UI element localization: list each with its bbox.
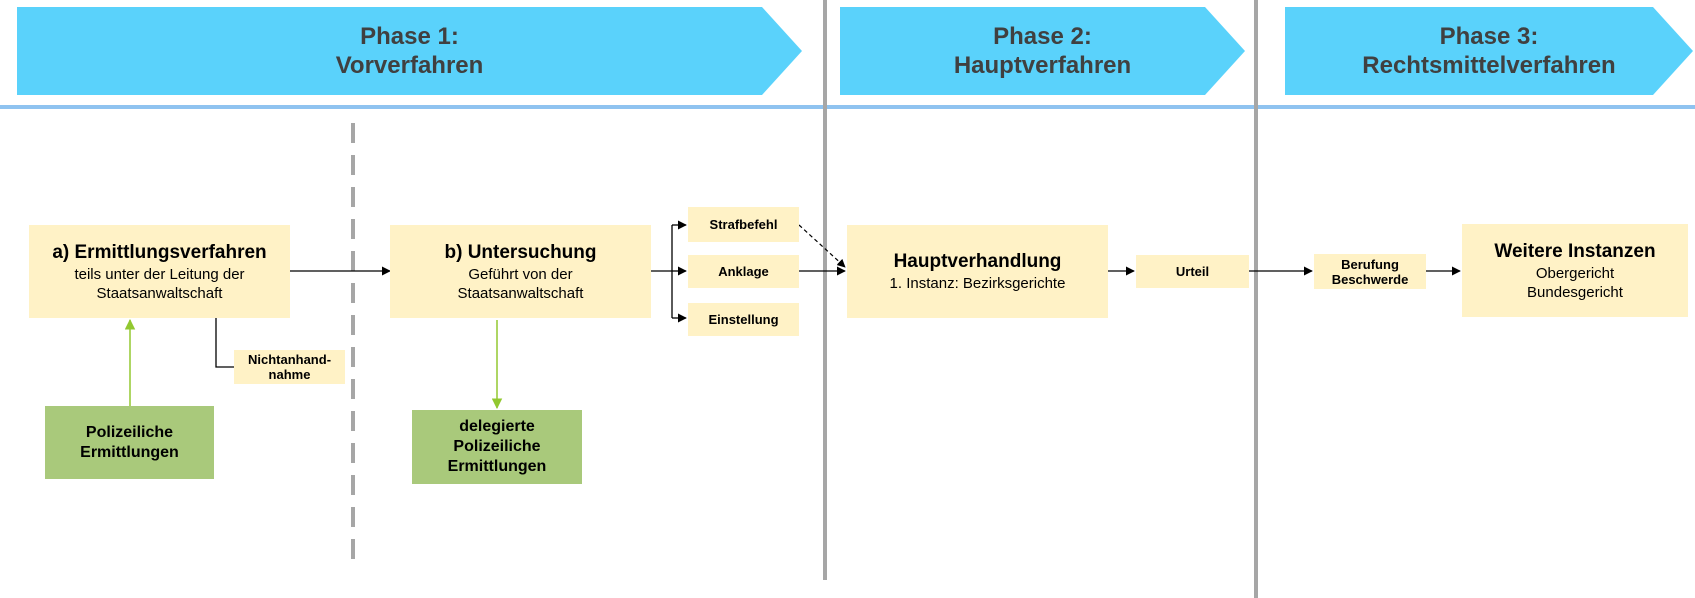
polizei-line1: Polizeiliche bbox=[85, 423, 174, 441]
delegiert-line2: Polizeiliche bbox=[453, 438, 541, 455]
delegiert-line3: Ermittlungen bbox=[447, 458, 547, 475]
untersuchung-sub1: Geführt von der bbox=[468, 265, 573, 283]
instanzen-sub1: Obergericht bbox=[1535, 264, 1615, 282]
phase-3-label: Phase 3: bbox=[1439, 23, 1539, 50]
instanzen-title: Weitere Instanzen bbox=[1494, 240, 1656, 262]
phase-3-header: Phase 3: Rechtsmittelverfahren bbox=[1285, 7, 1693, 95]
header-underline bbox=[0, 105, 1695, 109]
delegiert-line1: delegierte bbox=[459, 418, 535, 435]
box-anklage: Anklage bbox=[688, 255, 799, 288]
box-polizeiliche-ermittlungen: Polizeiliche Ermittlungen bbox=[45, 406, 214, 479]
berufung-line1: Berufung bbox=[1341, 256, 1399, 272]
phase-1-label: Phase 1: bbox=[360, 23, 459, 50]
box-berufung-beschwerde: Berufung Beschwerde bbox=[1314, 254, 1426, 289]
ermittlung-title: a) Ermittlungsverfahren bbox=[52, 241, 267, 263]
berufung-line2: Beschwerde bbox=[1331, 271, 1409, 287]
connector-nichtanhandnahme bbox=[215, 318, 234, 368]
urteil-label: Urteil bbox=[1175, 264, 1210, 279]
box-untersuchung: b) Untersuchung Geführt von der Staatsan… bbox=[390, 225, 651, 318]
nichtanhand-line1: Nichtanhand- bbox=[247, 352, 332, 367]
phase-2-label: Phase 2: bbox=[993, 23, 1092, 50]
ermittlung-sub1: teils unter der Leitung der bbox=[74, 265, 245, 283]
phase-divider-1 bbox=[823, 0, 827, 580]
einstellung-label: Einstellung bbox=[708, 312, 779, 327]
polizei-line2: Ermittlungen bbox=[80, 443, 179, 461]
box-einstellung: Einstellung bbox=[688, 303, 799, 336]
box-weitere-instanzen: Weitere Instanzen Obergericht Bundesgeri… bbox=[1462, 224, 1688, 317]
strafbefehl-label: Strafbefehl bbox=[709, 217, 778, 232]
anklage-label: Anklage bbox=[718, 264, 769, 279]
phase-1-title: Vorverfahren bbox=[335, 52, 484, 79]
box-nichtanhandnahme: Nichtanhand- nahme bbox=[234, 350, 345, 384]
nichtanhand-line2: nahme bbox=[268, 367, 311, 382]
phase-2-header: Phase 2: Hauptverfahren bbox=[840, 7, 1245, 95]
arrow-strafbefehl-hauptverhandlung bbox=[798, 224, 846, 268]
untersuchung-sub2: Staatsanwaltschaft bbox=[457, 284, 584, 302]
box-urteil: Urteil bbox=[1136, 255, 1249, 288]
box-ermittlungsverfahren: a) Ermittlungsverfahren teils unter der … bbox=[29, 225, 290, 318]
untersuchung-title: b) Untersuchung bbox=[444, 241, 597, 263]
instanzen-sub2: Bundesgericht bbox=[1527, 283, 1623, 301]
phase-2-title: Hauptverfahren bbox=[953, 52, 1132, 79]
phase-1-header: Phase 1: Vorverfahren bbox=[17, 7, 802, 95]
box-strafbefehl: Strafbefehl bbox=[688, 207, 799, 242]
hauptverhandlung-sub1: 1. Instanz: Bezirksgerichte bbox=[889, 275, 1066, 292]
phase-divider-2 bbox=[1254, 0, 1258, 598]
hauptverhandlung-title: Hauptverhandlung bbox=[893, 251, 1062, 272]
ermittlung-sub2: Staatsanwaltschaft bbox=[96, 284, 223, 302]
phase-3-title: Rechtsmittelverfahren bbox=[1362, 52, 1616, 79]
box-hauptverhandlung: Hauptverhandlung 1. Instanz: Bezirksgeri… bbox=[847, 225, 1108, 318]
box-delegierte-ermittlungen: delegierte Polizeiliche Ermittlungen bbox=[412, 410, 582, 484]
